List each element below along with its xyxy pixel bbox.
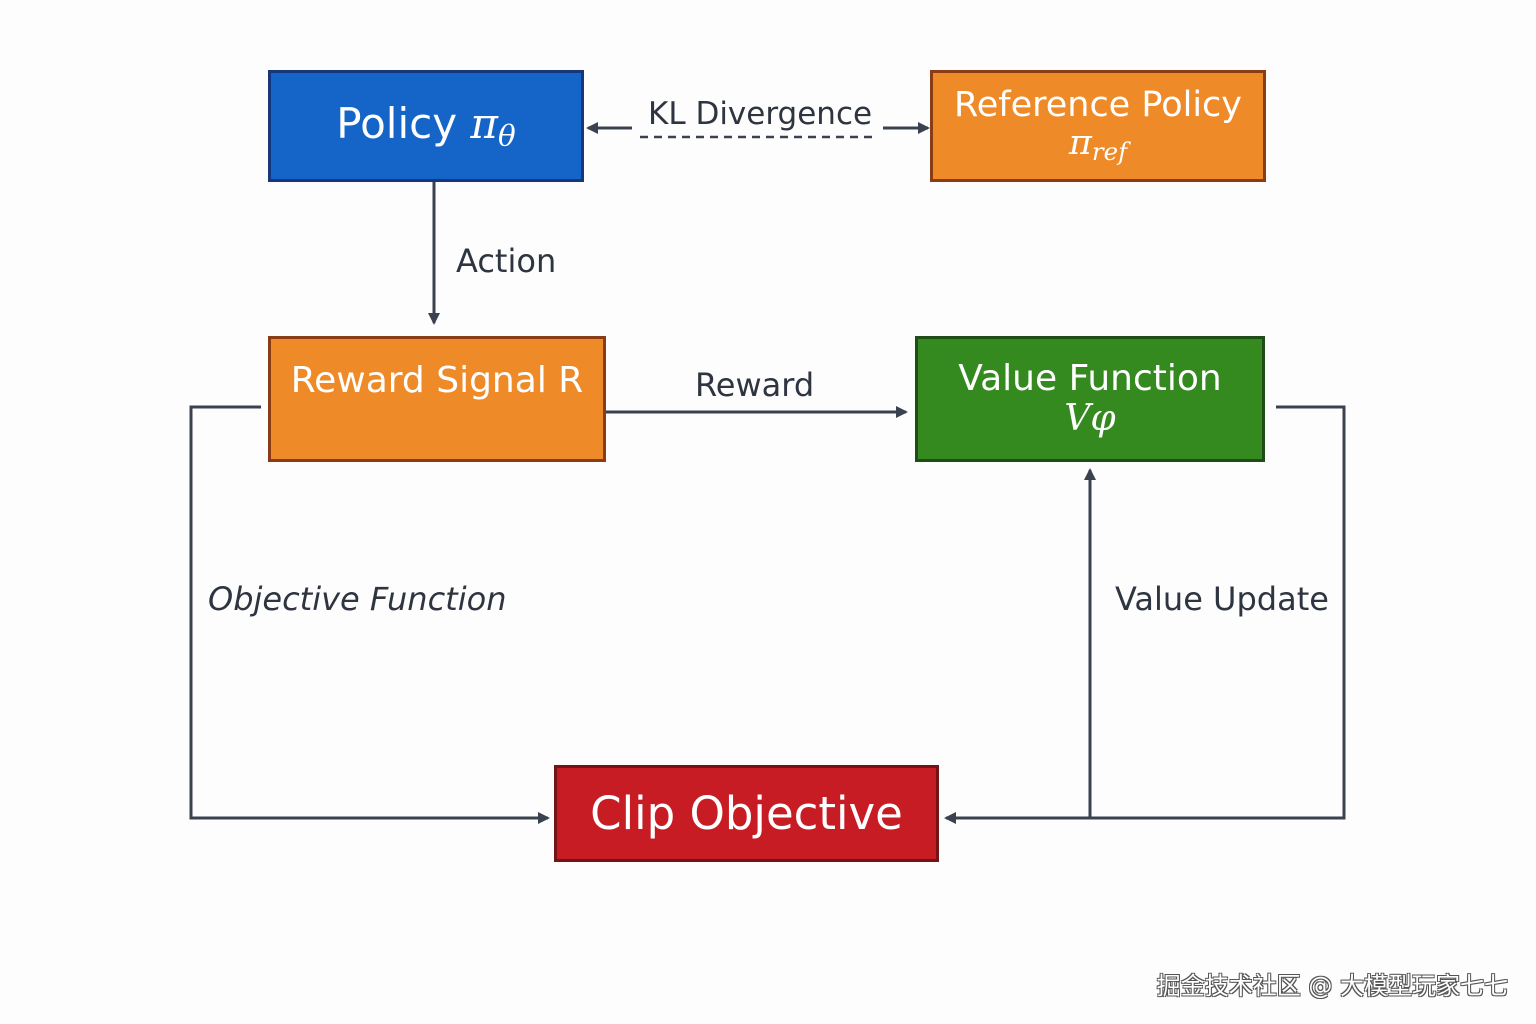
policy-subscript: θ [498,118,516,152]
value-return-connector [944,405,1346,824]
clip-objective-node: Clip Objective [554,765,939,862]
reference-policy-node: Reference Policy πref [930,70,1266,182]
reference-policy-label: Reference Policy [953,84,1243,125]
value-function-symbol: Vφ [1064,398,1116,439]
value-function-label: Value Function [958,358,1222,400]
action-label: Action [456,242,557,280]
reward-label: Reward [695,366,815,404]
reward-signal-label: Reward Signal R [290,360,584,401]
objective-function-label: Objective Function [208,580,507,618]
kl-divergence-label: KL Divergence [648,96,873,132]
policy-label: Policy [336,98,458,148]
reference-policy-subscript: ref [1091,137,1128,167]
policy-label-line: Policy πθ [336,98,516,152]
reference-policy-symbol-line: πref [1069,124,1127,166]
reference-policy-symbol: π [1068,123,1092,164]
policy-symbol: π [470,98,499,148]
objective-function-connector [189,405,550,824]
reward-signal-node: Reward Signal R [268,336,606,462]
value-update-label: Value Update [1115,580,1329,618]
policy-node: Policy πθ [268,70,584,182]
watermark: 掘金技术社区 @ 大模型玩家七七 [1156,972,1508,1000]
clip-objective-label: Clip Objective [590,786,903,840]
value-function-node: Value Function Vφ [915,336,1265,462]
